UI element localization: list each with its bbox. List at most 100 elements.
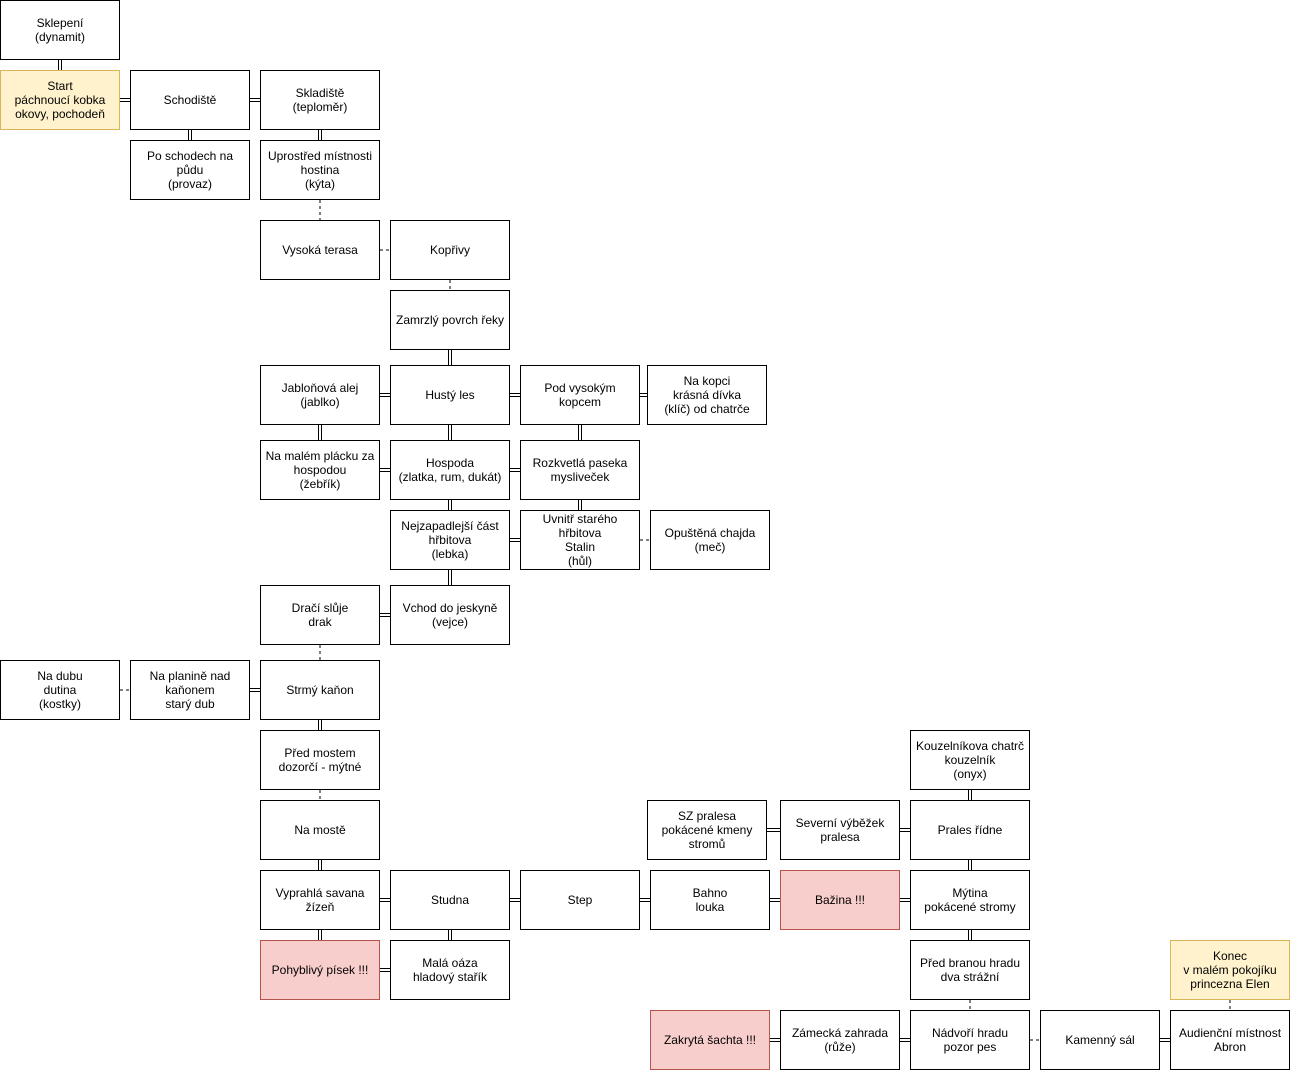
room-label: Po schodech na půdu (provaz) — [146, 149, 234, 191]
room-pred-branou: Před branou hradu dva strážní — [910, 940, 1030, 1000]
room-konec: Konec v malém pokojíku princezna Elen — [1170, 940, 1290, 1000]
room-label: Mýtina pokácené stromy — [924, 886, 1016, 914]
room-label: Na mostě — [294, 823, 346, 837]
room-kamenny: Kamenný sál — [1040, 1010, 1160, 1070]
room-label: Na planině nad kaňonem starý dub — [149, 669, 231, 711]
connector-sklepeni-start — [58, 60, 62, 70]
connector-draci-vchod — [380, 613, 390, 617]
room-label: Pod vysokým kopcem — [544, 381, 616, 409]
room-label: Konec v malém pokojíku princezna Elen — [1183, 949, 1277, 991]
room-na-dubu: Na dubu dutina (kostky) — [0, 660, 120, 720]
room-label: Na dubu dutina (kostky) — [37, 669, 83, 711]
room-label: Bažina !!! — [814, 893, 866, 907]
connector-severni-prales — [900, 828, 910, 832]
room-label: Uprostřed místnosti hostina (kýta) — [267, 149, 373, 191]
room-label: Audienční místnost Abron — [1178, 1026, 1282, 1054]
connector-pod-kopcem-na-kopci — [640, 393, 647, 397]
room-label: Pohyblivý písek !!! — [271, 963, 369, 977]
room-draci: Dračí slůje drak — [260, 585, 380, 645]
room-label: Schodiště — [163, 93, 217, 107]
connector-zakryta-zamecka — [770, 1038, 780, 1042]
room-label: Rozkvetlá paseka mysliveček — [532, 456, 628, 484]
room-label: Vyprahlá savana žízeň — [275, 886, 365, 914]
connector-kamenny-audiencni — [1160, 1038, 1170, 1042]
room-label: Vchod do jeskyně (vejce) — [402, 601, 498, 629]
connector-schodiste-po-schodech — [188, 130, 192, 140]
room-jablonova: Jabloňová alej (jablko) — [260, 365, 380, 425]
room-label: Hustý les — [425, 388, 475, 402]
room-uvnitr: Uvnitř starého hřbitova Stalin (hůl) — [520, 510, 640, 570]
room-strmy: Strmý kaňon — [260, 660, 380, 720]
room-husty-les: Hustý les — [390, 365, 510, 425]
connector-pod-kopcem-rozkvetla — [578, 425, 582, 440]
connector-sz-pralesa-severni — [767, 828, 780, 832]
room-sz-pralesa: SZ pralesa pokácené kmeny stromů — [647, 800, 767, 860]
room-label: Na malém plácku za hospodou (žebřík) — [265, 449, 375, 491]
room-label: Před mostem dozorčí - mýtné — [278, 746, 362, 774]
room-label: Zakrytá šachta !!! — [663, 1033, 757, 1047]
room-label: SZ pralesa pokácené kmeny stromů — [661, 809, 753, 851]
room-na-kopci: Na kopci krásná dívka (klíč) od chatrče — [647, 365, 767, 425]
connector-na-planine-strmy — [250, 688, 260, 692]
room-po-schodech: Po schodech na půdu (provaz) — [130, 140, 250, 200]
room-pred-mostem: Před mostem dozorčí - mýtné — [260, 730, 380, 790]
room-label: Step — [567, 893, 593, 907]
connector-zamecka-nadvori — [900, 1038, 910, 1042]
connector-jablonova-na-malem — [318, 425, 322, 440]
connector-na-malem-hospoda — [380, 468, 390, 472]
room-zamecka: Zámecká zahrada (růže) — [780, 1010, 900, 1070]
room-label: Sklepení (dynamit) — [34, 16, 85, 44]
room-kouzelnik: Kouzelníkova chatrč kouzelník (onyx) — [910, 730, 1030, 790]
room-nejzapadlejsi: Nejzapadlejší část hřbitova (lebka) — [390, 510, 510, 570]
room-na-planine: Na planině nad kaňonem starý dub — [130, 660, 250, 720]
room-mala-oaza: Malá oáza hladový stařík — [390, 940, 510, 1000]
room-hospoda: Hospoda (zlatka, rum, dukát) — [390, 440, 510, 500]
connector-pohyblivy-mala-oaza — [380, 968, 390, 972]
room-mytina: Mýtina pokácené stromy — [910, 870, 1030, 930]
room-vysoka-terasa: Vysoká terasa — [260, 220, 380, 280]
room-label: Kopřivy — [429, 243, 470, 257]
connector-nejzapadlejsi-uvnitr — [510, 538, 520, 542]
room-bazina: Bažina !!! — [780, 870, 900, 930]
connector-studna-mala-oaza — [448, 930, 452, 940]
room-label: Start páchnoucí kobka okovy, pochodeň — [14, 79, 106, 121]
room-sklepeni: Sklepení (dynamit) — [0, 0, 120, 60]
room-skladiste: Skladiště (teploměr) — [260, 70, 380, 130]
room-pohyblivy: Pohyblivý písek !!! — [260, 940, 380, 1000]
room-label: Malá oáza hladový stařík — [412, 956, 488, 984]
connector-husty-les-pod-kopcem — [510, 393, 520, 397]
room-vyprahla: Vyprahlá savana žízeň — [260, 870, 380, 930]
room-zakryta: Zakrytá šachta !!! — [650, 1010, 770, 1070]
room-label: Studna — [430, 893, 470, 907]
room-label: Zámecká zahrada (růže) — [791, 1026, 889, 1054]
room-prales: Prales řídne — [910, 800, 1030, 860]
connector-step-bahno — [640, 898, 650, 902]
room-label: Nejzapadlejší část hřbitova (lebka) — [401, 519, 499, 561]
room-step: Step — [520, 870, 640, 930]
connector-bahno-bazina — [770, 898, 780, 902]
room-koprivy: Kopřivy — [390, 220, 510, 280]
connector-hospoda-rozkvetla — [510, 468, 520, 472]
room-schodiste: Schodiště — [130, 70, 250, 130]
connector-schodiste-skladiste — [250, 98, 260, 102]
connector-start-schodiste — [120, 98, 130, 102]
connector-zamrzly-husty-les — [448, 350, 452, 365]
connector-strmy-pred-mostem — [318, 720, 322, 730]
room-label: Před branou hradu dva strážní — [919, 956, 1021, 984]
room-label: Nádvoří hradu pozor pes — [931, 1026, 1009, 1054]
room-opustena: Opuštěná chajda (meč) — [650, 510, 770, 570]
room-audiencni: Audienční místnost Abron — [1170, 1010, 1290, 1070]
room-label: Hospoda (zlatka, rum, dukát) — [398, 456, 502, 484]
room-severni: Severní výběžek pralesa — [780, 800, 900, 860]
room-label: Bahno louka — [692, 886, 728, 914]
room-zamrzly: Zamrzlý povrch řeky — [390, 290, 510, 350]
room-label: Jabloňová alej (jablko) — [281, 381, 359, 409]
room-na-malem: Na malém plácku za hospodou (žebřík) — [260, 440, 380, 500]
room-label: Prales řídne — [937, 823, 1003, 837]
room-label: Na kopci krásná dívka (klíč) od chatrče — [664, 374, 750, 416]
connector-skladiste-uprostred — [318, 130, 322, 140]
room-label: Uvnitř starého hřbitova Stalin (hůl) — [542, 512, 618, 568]
room-pod-kopcem: Pod vysokým kopcem — [520, 365, 640, 425]
room-na-moste: Na mostě — [260, 800, 380, 860]
